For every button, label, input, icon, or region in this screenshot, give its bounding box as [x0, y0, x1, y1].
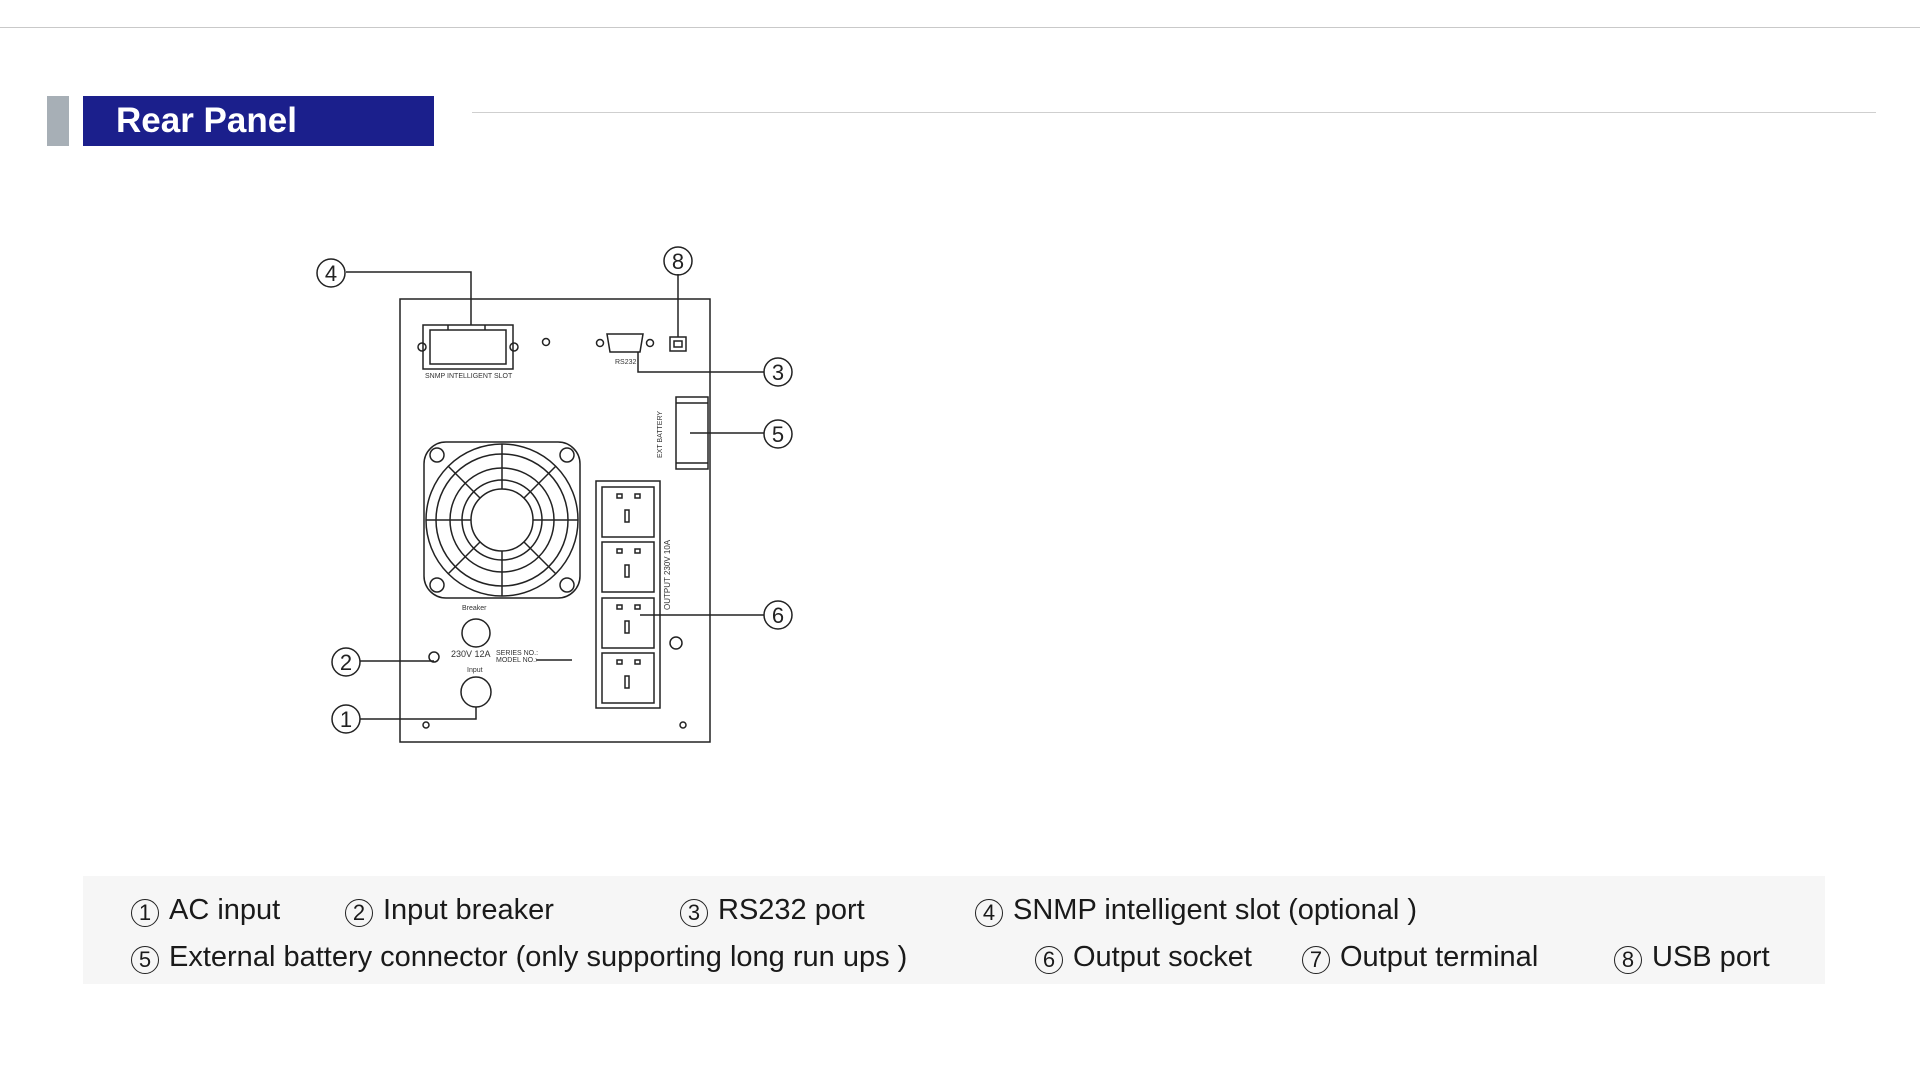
callout-number-4: 4: [325, 261, 337, 286]
model-no-label: MODEL NO.:: [496, 657, 537, 664]
legend: 1 AC input 2 Input breaker 3 RS232 port …: [83, 876, 1825, 984]
callout-circle-3: [763, 357, 793, 387]
callout-number-6: 6: [772, 603, 784, 628]
legend-item-snmp-slot: 4 SNMP intelligent slot (optional ): [975, 894, 1417, 927]
cooling-fan: [423, 441, 581, 599]
legend-number: 6: [1035, 945, 1063, 974]
leader-line-4: [346, 271, 472, 325]
legend-label: SNMP intelligent slot (optional ): [1013, 894, 1418, 926]
breaker-rating-label: 230V 12A: [451, 649, 491, 659]
legend-label: Input breaker: [383, 894, 554, 926]
leader-line-3: [637, 352, 764, 373]
input-label: Input: [467, 667, 483, 674]
screw-hole: [541, 337, 551, 347]
top-divider: [0, 27, 1920, 28]
callout-number-2: 2: [340, 650, 352, 675]
callout-circle-2: [331, 647, 361, 677]
callout-circle-6: [763, 600, 793, 630]
leader-line-1: [360, 707, 477, 720]
breaker-knob: [461, 618, 491, 648]
callout-circle-1: [331, 704, 361, 734]
callout-number-5: 5: [772, 422, 784, 447]
usb-port: [669, 336, 687, 352]
title-accent-block: [47, 96, 69, 146]
screw-hole: [422, 721, 430, 729]
legend-item-external-battery: 5 External battery connector (only suppo…: [131, 941, 907, 974]
ac-input-socket: [460, 676, 492, 708]
page-title: Rear Panel: [83, 96, 434, 146]
legend-number: 2: [345, 898, 373, 927]
callout-circle-8: [663, 246, 693, 276]
legend-number: 3: [680, 898, 708, 927]
legend-item-output-socket: 6 Output socket: [1035, 941, 1252, 974]
legend-item-usb-port: 8 USB port: [1614, 941, 1770, 974]
legend-number: 5: [131, 945, 159, 974]
breaker-label: Breaker: [462, 605, 487, 612]
rs232-label: RS232: [615, 359, 637, 366]
legend-label: USB port: [1652, 941, 1770, 973]
legend-item-output-terminal: 7 Output terminal: [1302, 941, 1538, 974]
callout-circle-5: [763, 419, 793, 449]
title-divider: [472, 112, 1876, 113]
output-rating-label: OUTPUT 230V 10A: [663, 539, 672, 610]
callout-number-8: 8: [672, 249, 684, 274]
legend-item-ac-input: 1 AC input: [131, 894, 280, 927]
screw-hole: [679, 721, 687, 729]
legend-item-input-breaker: 2 Input breaker: [345, 894, 554, 927]
legend-number: 1: [131, 898, 159, 927]
rear-panel-diagram: 4 8 3 5 6 2 1 SNMP INTELLIGENT SLOT RS23…: [316, 246, 793, 743]
legend-label: External battery connector (only support…: [169, 941, 908, 973]
ext-battery-label: EXT BATTERY: [657, 411, 664, 458]
legend-item-rs232-port: 3 RS232 port: [680, 894, 865, 927]
panel-outline: [399, 298, 711, 743]
rs232-port: [595, 333, 655, 353]
callout-number-1: 1: [340, 707, 352, 732]
snmp-slot-label: SNMP INTELLIGENT SLOT: [425, 373, 513, 380]
legend-label: Output socket: [1073, 941, 1252, 973]
legend-label: AC input: [169, 894, 281, 926]
legend-label: Output terminal: [1340, 941, 1539, 973]
ground-screw: [669, 636, 683, 650]
legend-number: 4: [975, 898, 1003, 927]
callout-number-3: 3: [772, 360, 784, 385]
legend-number: 8: [1614, 945, 1642, 974]
legend-number: 7: [1302, 945, 1330, 974]
callout-circle-4: [316, 258, 346, 288]
legend-label: RS232 port: [718, 894, 865, 926]
snmp-slot: [417, 324, 519, 370]
series-no-label: SERIES NO.:: [496, 650, 538, 657]
output-socket-group: [595, 480, 661, 709]
breaker-reset: [428, 651, 440, 663]
